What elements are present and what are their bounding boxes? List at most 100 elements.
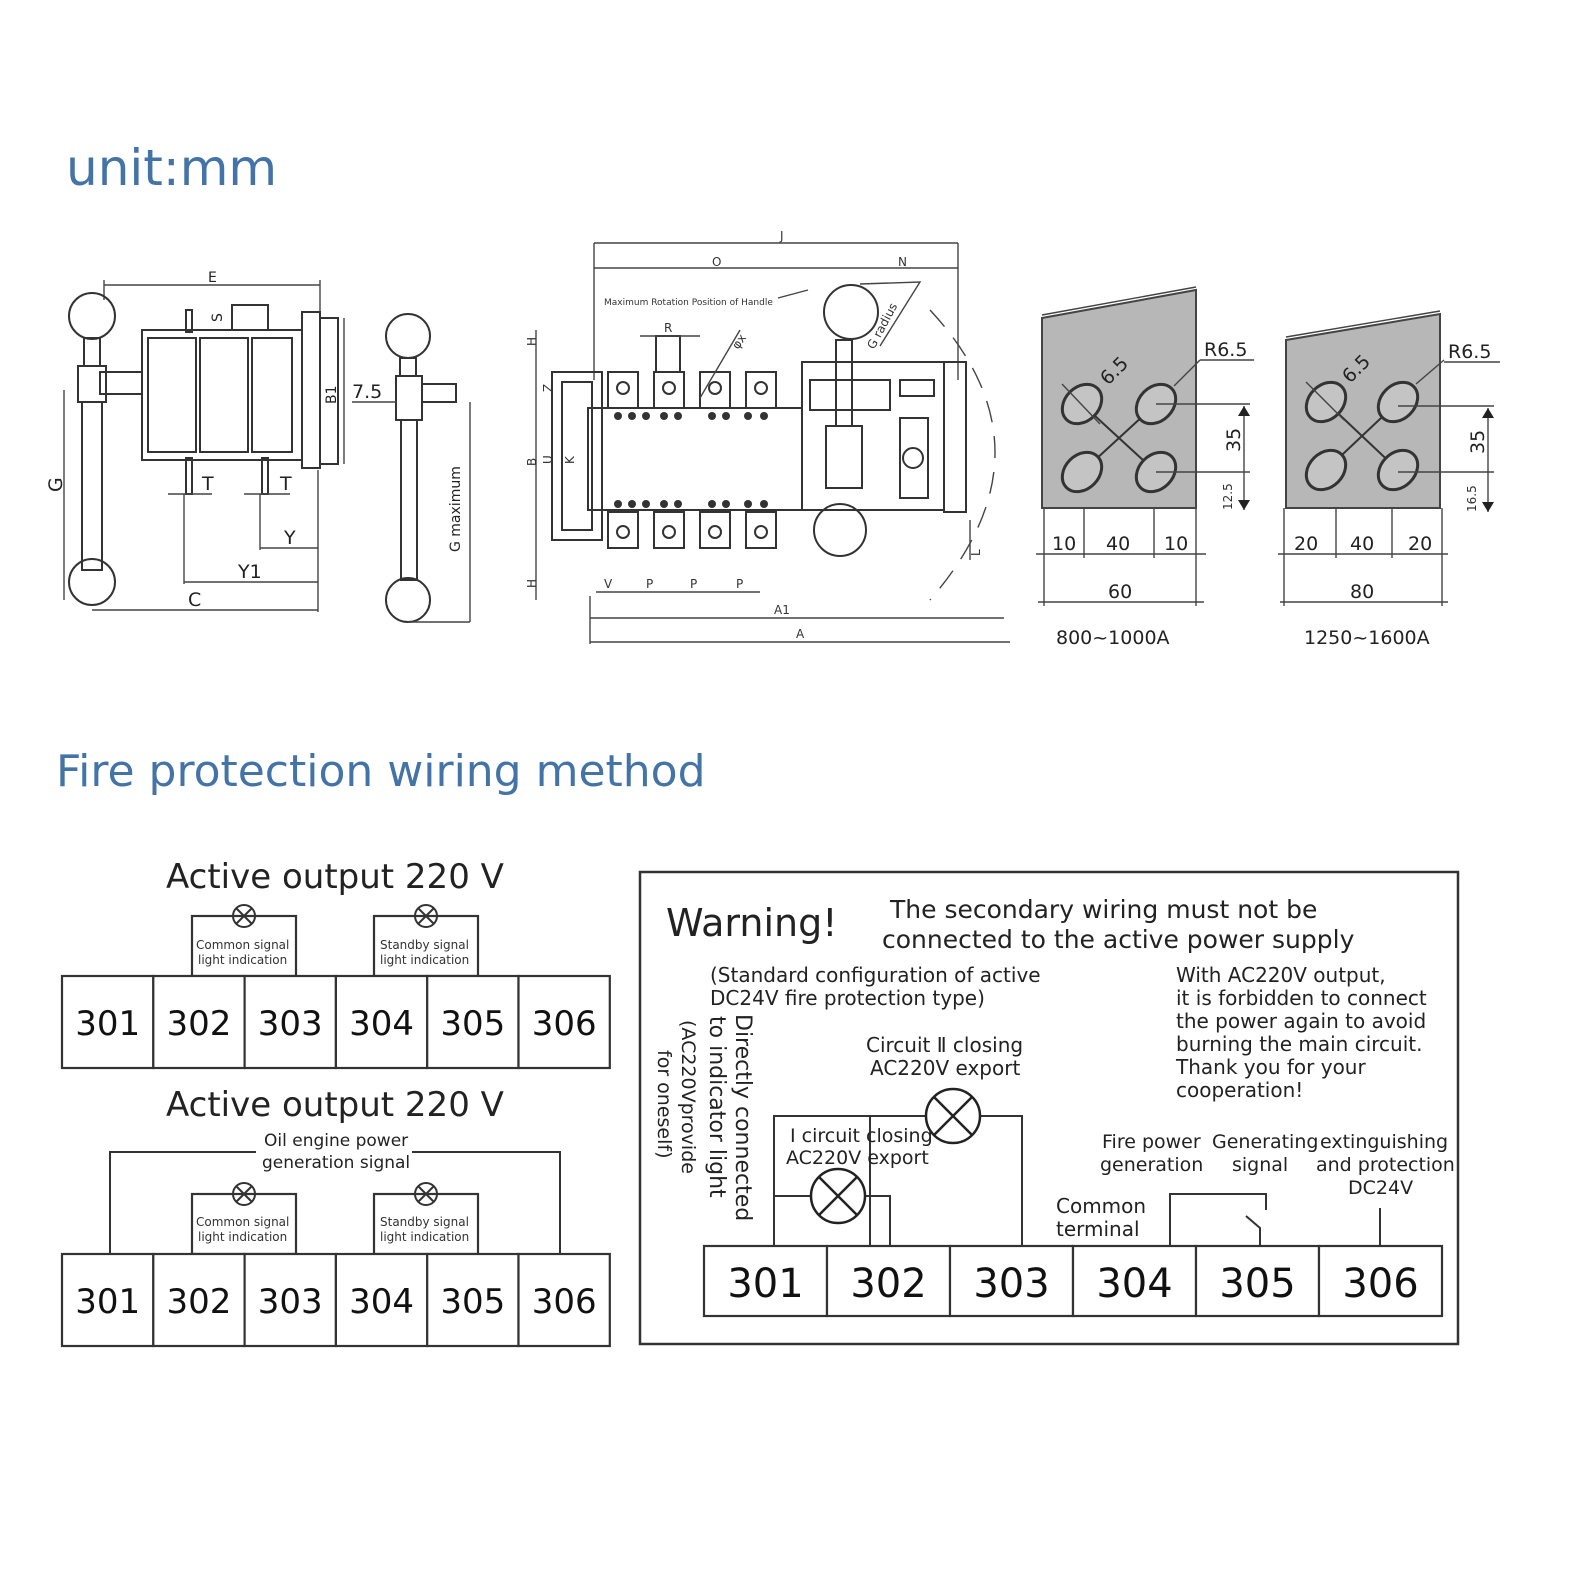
dim-U: U xyxy=(541,455,555,464)
warning-terminal-301: 301 xyxy=(727,1261,803,1307)
hole1-radius: R6.5 xyxy=(1204,339,1247,361)
forbidden-5: Thank you for your xyxy=(1175,1055,1366,1079)
dim-Y: Y xyxy=(283,527,296,549)
warning-terminal-302: 302 xyxy=(850,1261,926,1307)
wiring2-title: Active output 220 V xyxy=(166,1085,504,1125)
warning-cell-304 xyxy=(1071,1244,1198,1318)
common-l2: terminal xyxy=(1056,1217,1140,1241)
vertical-text-2: to indicator light xyxy=(704,1016,729,1198)
forbidden-1: With AC220V output, xyxy=(1176,963,1386,987)
hole-pattern-800-1000A: 6.5 R6.5 35 12.5 10 40 10 60 800~1000A xyxy=(1036,286,1254,649)
warning-panel: Warning! The secondary wiring must not b… xyxy=(638,870,1460,1346)
wiring2-terminal-306: 306 xyxy=(532,1282,597,1322)
fire-power-l2: generation xyxy=(1100,1154,1203,1176)
wiring2-cell-301 xyxy=(60,1252,155,1348)
dim-B: B xyxy=(525,458,539,466)
unit-label: unit:mm xyxy=(66,139,277,197)
wiring2-oil-l1: Oil engine power xyxy=(264,1131,408,1151)
wiring1-lamp2-l2: light indication xyxy=(380,953,469,967)
section-title: Fire protection wiring method xyxy=(56,746,706,797)
warning-terminal-305: 305 xyxy=(1219,1261,1295,1307)
dim-K: K xyxy=(563,455,577,464)
std-config-1: (Standard configuration of active xyxy=(710,963,1041,987)
wiring1-lamp2-l1: Standby signal xyxy=(380,938,469,952)
wiring1-cell-305 xyxy=(426,974,520,1070)
extinguishing-l1: extinguishing xyxy=(1320,1131,1448,1153)
dim-T-1: T xyxy=(201,473,214,495)
hole2-radius: R6.5 xyxy=(1448,341,1491,363)
wiring2-terminal-303: 303 xyxy=(258,1282,323,1322)
wiring2-lamp1-l2: light indication xyxy=(198,1230,287,1244)
side-view-drawing: E S B1 T T G Y Y1 xyxy=(45,270,345,612)
wiring2-lamp1-l1: Common signal xyxy=(196,1215,289,1229)
wiring1-cell-301 xyxy=(60,974,155,1070)
warning-headline-1: The secondary wiring must not be xyxy=(889,895,1317,924)
front-view-drawing: J O N Maximum Rotation Position of Handl… xyxy=(525,229,1010,644)
std-config-2: DC24V fire protection type) xyxy=(710,986,985,1010)
forbidden-2: it is forbidden to connect xyxy=(1176,986,1427,1010)
wiring2-cell-302 xyxy=(152,1252,246,1348)
dim-phi-x: φx xyxy=(729,331,749,351)
wiring1-terminal-306: 306 xyxy=(532,1004,597,1044)
hole1-h2: 40 xyxy=(1106,533,1130,555)
vertical-text-1: Directly connected xyxy=(730,1014,755,1221)
hole2-v1: 35 xyxy=(1467,430,1489,454)
dim-J: J xyxy=(779,229,784,243)
wiring1-lamp1-l1: Common signal xyxy=(196,938,289,952)
hole2-caption: 1250~1600A xyxy=(1304,627,1430,649)
wiring1-terminal-303: 303 xyxy=(258,1004,323,1044)
dim-T-2: T xyxy=(279,473,292,495)
circuit1-l1: I circuit closing xyxy=(790,1125,933,1147)
hole2-total: 80 xyxy=(1350,581,1374,603)
warning-cell-306 xyxy=(1317,1244,1444,1318)
extinguishing-l3: DC24V xyxy=(1348,1177,1413,1199)
hole1-caption: 800~1000A xyxy=(1056,627,1170,649)
wiring2-cell-303 xyxy=(243,1252,338,1348)
hole2-h3: 20 xyxy=(1408,533,1432,555)
dim-A: A xyxy=(796,627,805,641)
generating-l2: signal xyxy=(1232,1154,1288,1176)
warning-cell-303 xyxy=(948,1244,1075,1318)
dim-E: E xyxy=(208,270,217,286)
circuit2-l1: Circuit Ⅱ closing xyxy=(866,1033,1023,1057)
dim-H-top: H xyxy=(525,337,539,346)
circuit2-l2: AC220V export xyxy=(870,1056,1020,1080)
dim-G-radius: G radius xyxy=(864,300,900,351)
hole1-h1: 10 xyxy=(1052,533,1076,555)
wiring-diagram-1: Active output 220 V Common signal light … xyxy=(60,857,611,1070)
rotation-note: Maximum Rotation Position of Handle xyxy=(604,298,773,308)
circuit1-l2: AC220V export xyxy=(786,1147,929,1169)
dim-P-1: P xyxy=(646,577,653,591)
vertical-text-3: (AC220Vprovide xyxy=(677,1020,699,1174)
handle-drawing: 7.5 G maximum xyxy=(352,313,471,623)
generating-l1: Generating xyxy=(1212,1131,1318,1153)
warning-headline-2: connected to the active power supply xyxy=(882,925,1355,954)
dim-G: G xyxy=(45,477,67,492)
forbidden-6: cooperation! xyxy=(1176,1078,1303,1102)
wiring1-terminal-304: 304 xyxy=(349,1004,414,1044)
extinguishing-l2: and protection xyxy=(1316,1154,1455,1176)
wiring2-terminal-302: 302 xyxy=(166,1282,231,1322)
hole1-h3: 10 xyxy=(1164,533,1188,555)
wiring1-terminal-302: 302 xyxy=(166,1004,231,1044)
dim-R: R xyxy=(664,321,672,335)
dim-H-bottom: H xyxy=(525,579,539,588)
wiring2-lamp2-l1: Standby signal xyxy=(380,1215,469,1229)
hole2-h2: 40 xyxy=(1350,533,1374,555)
forbidden-3: the power again to avoid xyxy=(1176,1009,1426,1033)
vertical-text-4: for oneself) xyxy=(653,1050,675,1159)
wiring2-terminal-305: 305 xyxy=(440,1282,505,1322)
wiring2-cell-306 xyxy=(517,1252,611,1348)
dim-V: V xyxy=(604,577,613,591)
warning-cell-302 xyxy=(825,1244,952,1318)
dim-Z: Z xyxy=(541,384,555,392)
dim-A1: A1 xyxy=(774,603,790,617)
wiring1-cell-306 xyxy=(517,974,611,1070)
warning-terminal-306: 306 xyxy=(1342,1261,1418,1307)
hole1-v1: 35 xyxy=(1223,428,1245,452)
common-l1: Common xyxy=(1056,1194,1146,1218)
dim-N: N xyxy=(898,255,907,269)
wiring1-terminal-305: 305 xyxy=(440,1004,505,1044)
